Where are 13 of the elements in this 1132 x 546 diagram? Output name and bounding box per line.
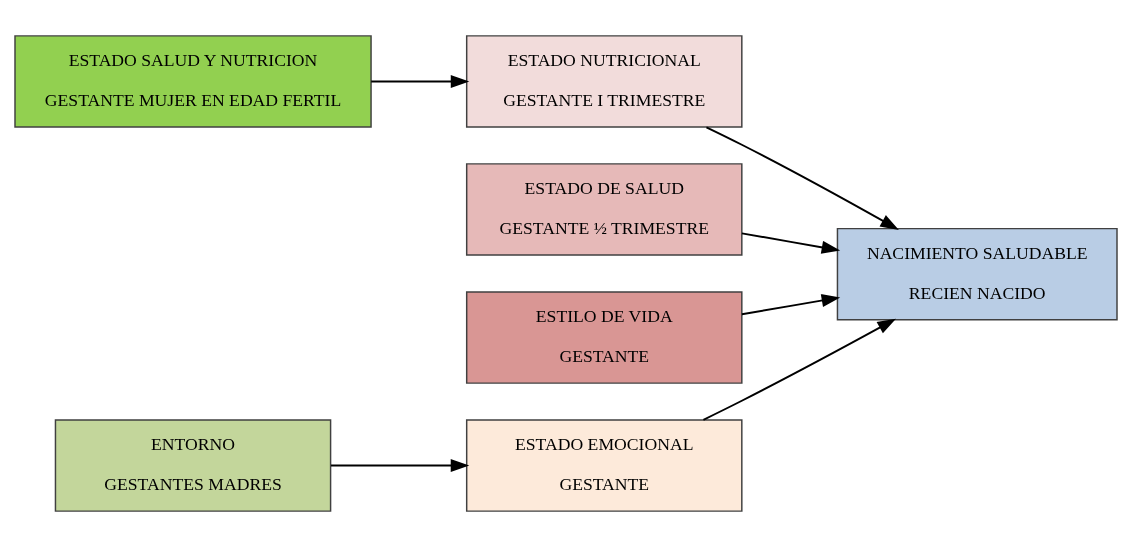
- arrow: [702, 318, 896, 421]
- arrow: [705, 125, 899, 230]
- node-box: ENTORNO GESTANTES MADRES: [54, 418, 332, 512]
- arrow: [741, 293, 841, 315]
- node-box: ESTILO DE VIDA GESTANTE: [465, 290, 743, 384]
- arrow: [330, 458, 470, 472]
- node-box: ESTADO DE SALUD GESTANTE ½ TRIMESTRE: [465, 162, 743, 256]
- node-box: NACIMIENTO SALUDABLE RECIEN NACIDO: [836, 227, 1118, 321]
- node-box: ESTADO EMOCIONAL GESTANTE: [465, 418, 743, 512]
- node-box: ESTADO NUTRICIONAL GESTANTE I TRIMESTRE: [465, 34, 743, 128]
- arrow: [741, 231, 841, 254]
- node-box: ESTADO SALUD Y NUTRICION GESTANTE MUJER EN EDAD FERTIL: [14, 34, 372, 128]
- arrow: [370, 74, 470, 88]
